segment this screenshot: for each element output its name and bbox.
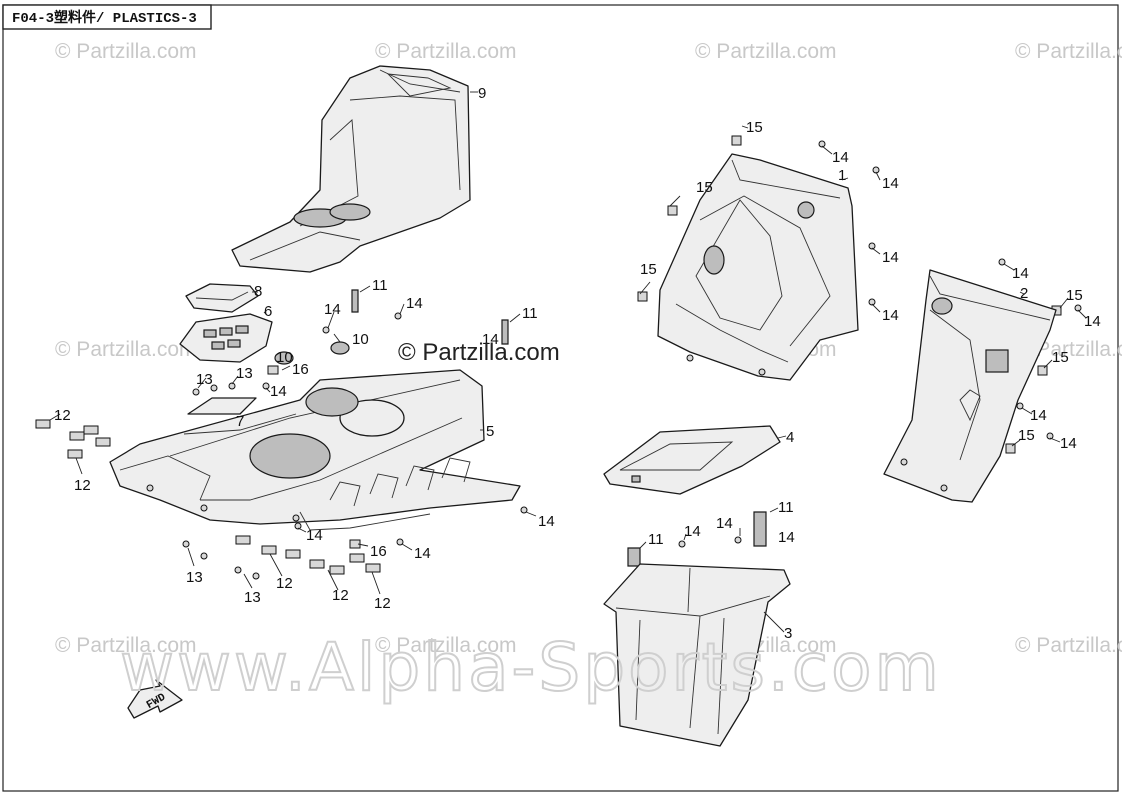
callout-14q: 14 xyxy=(716,515,733,532)
callout-9: 9 xyxy=(478,85,486,102)
callout-13b: 13 xyxy=(236,365,253,382)
part-4-tray-lid xyxy=(603,425,781,495)
callout-16: 16 xyxy=(292,361,309,378)
part-9-console-cover xyxy=(231,65,471,273)
watermark-partzilla: © Partzilla.com xyxy=(1015,634,1122,657)
callout-14m: 14 xyxy=(1084,313,1101,330)
callout-10: 10 xyxy=(352,331,369,348)
page-title: F04-3塑料件/ PLASTICS-3 xyxy=(12,9,197,27)
callout-13d: 13 xyxy=(244,589,261,606)
fasteners xyxy=(182,135,1082,580)
callout-11d: 11 xyxy=(778,499,794,516)
callout-11b: 11 xyxy=(522,305,538,322)
watermark-partzilla: © Partzilla.com xyxy=(1015,40,1122,63)
part-8-panel xyxy=(185,283,259,313)
part-6-switch-panel xyxy=(179,313,273,363)
watermark-partzilla: © Partzilla.com xyxy=(375,40,517,63)
callout-14i: 14 xyxy=(882,175,899,192)
callout-4: 4 xyxy=(786,429,794,446)
callout-8: 8 xyxy=(254,283,262,300)
callout-15e: 15 xyxy=(1052,349,1069,366)
callout-15f: 15 xyxy=(1018,427,1035,444)
callout-14g: 14 xyxy=(538,513,555,530)
diagram-frame xyxy=(2,4,1119,792)
part-3-storage-bin xyxy=(603,563,791,747)
watermark-alpha-sports: www.Alpha-Sports.com xyxy=(120,629,942,706)
fwd-arrow: FWD xyxy=(127,679,183,719)
callout-12: 12 xyxy=(54,407,71,424)
callout-14n: 14 xyxy=(1030,407,1047,424)
callout-12c: 12 xyxy=(276,575,293,592)
part-1-side-panel xyxy=(657,153,859,381)
watermark-partzilla: © Partzilla.com xyxy=(55,338,197,361)
callout-16b: 16 xyxy=(370,543,387,560)
callout-14l: 14 xyxy=(1012,265,1029,282)
callout-14: 14 xyxy=(406,295,423,312)
part-2-side-panel xyxy=(883,269,1057,503)
callout-12b: 12 xyxy=(74,477,91,494)
callout-7: 7 xyxy=(236,413,244,430)
callout-10b: 10 xyxy=(276,349,293,366)
callout-1: 1 xyxy=(838,167,846,184)
title-block: F04-3塑料件/ PLASTICS-3 xyxy=(2,4,212,30)
leader-lines xyxy=(49,91,1087,633)
callout-15c: 15 xyxy=(640,261,657,278)
callout-14k: 14 xyxy=(882,307,899,324)
watermark-partzilla: © Partzilla.com xyxy=(55,634,197,657)
callout-12d: 12 xyxy=(332,587,349,604)
callout-15d: 15 xyxy=(1066,287,1083,304)
callout-numbers: 9 8 6 5 10 10 11 11 14 14 14 16 14 13 13… xyxy=(54,85,1101,642)
callout-14d: 14 xyxy=(270,383,287,400)
part-10-grommets xyxy=(274,341,350,365)
watermark-partzilla: © Partzilla.com xyxy=(375,634,517,657)
callout-14h: 14 xyxy=(832,149,849,166)
watermark-partzilla: © Partzilla.com xyxy=(55,40,197,63)
callout-14r: 14 xyxy=(778,529,795,546)
watermark-partzilla-center: © Partzilla.com xyxy=(398,339,560,366)
callout-12e: 12 xyxy=(374,595,391,612)
part-11-clips xyxy=(351,289,767,567)
part-7-bracket xyxy=(187,397,257,415)
callout-14j: 14 xyxy=(882,249,899,266)
watermark-partzilla: © Partzilla.com xyxy=(695,40,837,63)
callout-14o: 14 xyxy=(1060,435,1077,452)
callout-14b: 14 xyxy=(482,331,499,348)
callout-15: 15 xyxy=(746,119,763,136)
callout-2: 2 xyxy=(1020,285,1028,302)
callout-14p: 14 xyxy=(684,523,701,540)
callout-6: 6 xyxy=(264,303,272,320)
callout-14c: 14 xyxy=(324,301,341,318)
callout-15b: 15 xyxy=(696,179,713,196)
part-5-center-console xyxy=(109,369,521,531)
callout-11c: 11 xyxy=(648,531,664,548)
callout-5: 5 xyxy=(486,423,494,440)
callout-3: 3 xyxy=(784,625,792,642)
callout-13c: 13 xyxy=(186,569,203,586)
callout-14f: 14 xyxy=(414,545,431,562)
callout-14e: 14 xyxy=(306,527,323,544)
callout-13: 13 xyxy=(196,371,213,388)
callout-11: 11 xyxy=(372,277,388,294)
part-12-clips xyxy=(35,419,381,575)
